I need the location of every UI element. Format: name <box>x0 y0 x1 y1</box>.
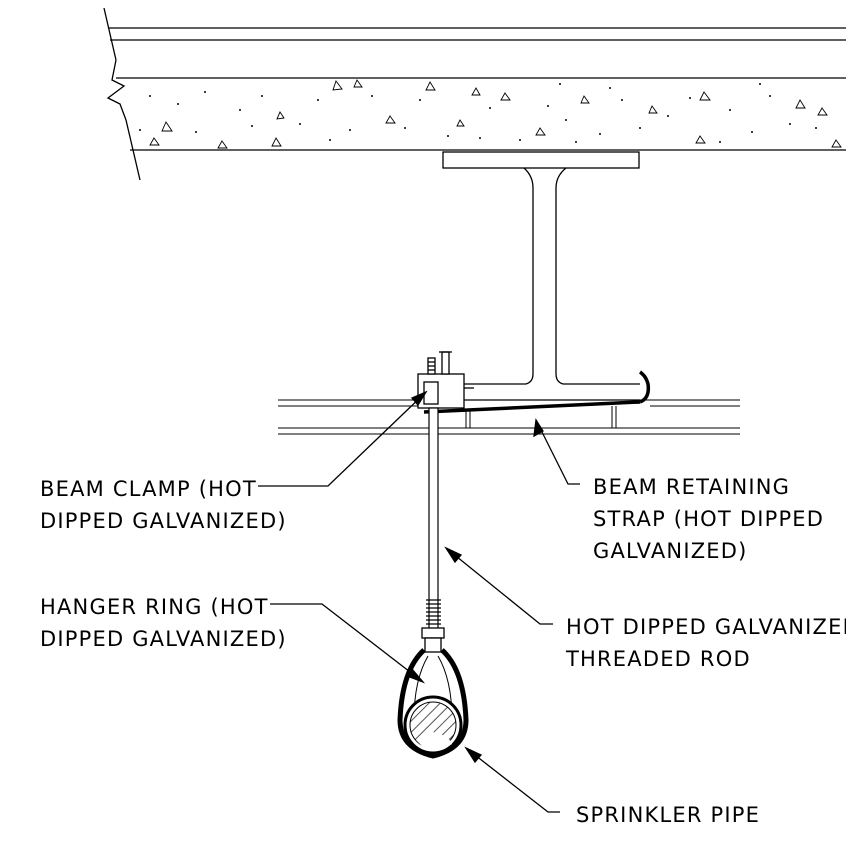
strap-label-line-1: BEAM RETAINING <box>593 475 790 499</box>
beam-clamp-label-line-1: BEAM CLAMP (HOT <box>40 477 257 501</box>
strap-label-line-3: GALVANIZED) <box>593 539 748 563</box>
callout-threaded-rod: HOT DIPPED GALVANIZED THREADED ROD <box>565 615 846 671</box>
callout-sprinkler-pipe: SPRINKLER PIPE <box>576 803 760 827</box>
steel-i-beam <box>442 151 640 401</box>
beam-clamp <box>417 351 474 409</box>
threaded-rod-arrowhead <box>444 546 463 564</box>
strap-label-line-2: STRAP (HOT DIPPED <box>593 507 824 531</box>
beam-clamp-label-line-2: DIPPED GALVANIZED) <box>40 509 287 533</box>
leader-lines <box>258 390 580 813</box>
hanger-ring-label-line-1: HANGER RING (HOT <box>40 595 269 619</box>
threaded-rod <box>426 407 441 631</box>
callout-hanger-ring: HANGER RING (HOT DIPPED GALVANIZED) <box>40 595 287 651</box>
hanger-ring-label-line-2: DIPPED GALVANIZED) <box>40 627 287 651</box>
beam-clamp-arrowhead <box>410 390 428 407</box>
callout-beam-clamp: BEAM CLAMP (HOT DIPPED GALVANIZED) <box>40 477 287 533</box>
beam-retaining-strap <box>423 370 651 414</box>
concrete-dots <box>139 83 817 143</box>
concrete-aggregate <box>149 79 842 149</box>
sprinkler-pipe <box>403 695 463 755</box>
sprinkler-pipe-label: SPRINKLER PIPE <box>576 803 760 827</box>
threaded-rod-label-line-1: HOT DIPPED GALVANIZED <box>566 615 846 639</box>
hanger-ring <box>397 627 469 759</box>
concrete-slab <box>103 7 846 181</box>
joist-bars <box>278 399 740 435</box>
threaded-rod-label-line-2: THREADED ROD <box>565 647 751 671</box>
strap-arrowhead <box>533 418 544 438</box>
sprinkler-pipe-arrowhead <box>464 746 483 764</box>
callout-retaining-strap: BEAM RETAINING STRAP (HOT DIPPED GALVANI… <box>593 475 824 563</box>
hanger-ring-arrowhead <box>405 667 426 684</box>
